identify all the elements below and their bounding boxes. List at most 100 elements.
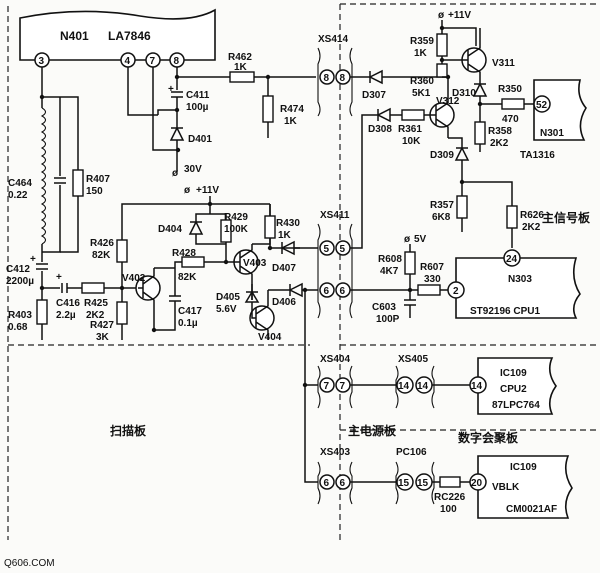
capacitor-c417	[169, 295, 181, 302]
svg-text:8: 8	[174, 56, 180, 67]
svg-text:XS405: XS405	[398, 354, 428, 365]
resistor-r403	[36, 299, 48, 325]
svg-text:C464: C464	[8, 178, 32, 189]
resistor-r407	[72, 169, 84, 197]
svg-text:C603: C603	[372, 302, 396, 313]
svg-text:IC109: IC109	[500, 368, 527, 379]
transistor-v402	[135, 275, 161, 301]
svg-text:TA1316: TA1316	[520, 150, 555, 161]
svg-text:R608: R608	[378, 254, 402, 265]
svg-text:ø: ø	[172, 168, 179, 179]
svg-text:2K2: 2K2	[522, 222, 541, 233]
svg-text:V404: V404	[258, 332, 282, 343]
svg-text:RC226: RC226	[434, 492, 466, 503]
resistor-r359	[436, 33, 448, 57]
svg-text:CM0021AF: CM0021AF	[506, 504, 557, 515]
svg-text:R427: R427	[90, 320, 114, 331]
svg-text:6: 6	[340, 478, 346, 489]
svg-text:R359: R359	[410, 36, 434, 47]
svg-text:6: 6	[324, 286, 330, 297]
board-label-scan: 扫描板	[110, 423, 147, 438]
svg-text:470: 470	[502, 114, 519, 125]
svg-text:C417: C417	[178, 306, 202, 317]
svg-text:0.1µ: 0.1µ	[178, 318, 198, 329]
svg-text:R426: R426	[90, 238, 114, 249]
connector-xs414	[317, 47, 353, 117]
svg-text:R360: R360	[410, 76, 434, 87]
ic-n301-pin52	[533, 95, 551, 113]
svg-text:VBLK: VBLK	[492, 482, 520, 493]
diode-d309	[454, 146, 470, 161]
ic-n401-body	[19, 8, 216, 61]
svg-text:PC106: PC106	[396, 447, 427, 458]
svg-text:8: 8	[340, 73, 346, 84]
svg-text:150: 150	[86, 186, 103, 197]
svg-text:R361: R361	[398, 124, 422, 135]
svg-text:R358: R358	[488, 126, 512, 137]
svg-text:82K: 82K	[92, 250, 111, 261]
svg-text:30V: 30V	[184, 164, 202, 175]
svg-text:5V: 5V	[414, 234, 427, 245]
svg-text:24: 24	[506, 254, 518, 265]
svg-text:+: +	[30, 254, 36, 265]
svg-text:D404: D404	[158, 224, 182, 235]
svg-text:14: 14	[417, 381, 429, 392]
svg-text:D405: D405	[216, 292, 240, 303]
svg-text:1K: 1K	[414, 48, 428, 59]
ic-ic109-cpu2-body	[477, 357, 557, 415]
svg-text:ø: ø	[184, 185, 191, 196]
svg-text:R607: R607	[420, 262, 444, 273]
svg-text:R626: R626	[520, 210, 544, 221]
svg-text:C411: C411	[186, 90, 210, 101]
svg-text:R429: R429	[224, 212, 248, 223]
svg-text:100P: 100P	[376, 314, 400, 325]
resistor-r350	[501, 98, 525, 110]
svg-text:+11V: +11V	[196, 185, 219, 196]
resistor-r462	[229, 71, 255, 83]
resistor-rc226	[439, 476, 461, 488]
svg-text:4: 4	[125, 56, 131, 67]
resistor-r607	[417, 284, 441, 296]
svg-text:R462: R462	[228, 52, 252, 63]
svg-text:52: 52	[536, 100, 548, 111]
capacitor-c464	[54, 177, 66, 184]
resistor-r360	[436, 63, 448, 78]
svg-text:R403: R403	[8, 310, 32, 321]
svg-text:100: 100	[440, 504, 457, 515]
svg-text:7: 7	[324, 381, 330, 392]
svg-text:6K8: 6K8	[432, 212, 451, 223]
svg-text:1K: 1K	[278, 230, 292, 241]
resistor-r430	[264, 215, 276, 239]
svg-text:+: +	[168, 84, 174, 95]
connector-xs411	[317, 223, 353, 319]
svg-text:5: 5	[324, 244, 330, 255]
svg-text:R425: R425	[84, 298, 108, 309]
capacitor-c416	[61, 283, 68, 293]
resistor-r474	[262, 95, 274, 123]
svg-text:100K: 100K	[224, 224, 249, 235]
board-label-digital: 数字会聚板	[458, 430, 519, 445]
ic-n303-pin24	[503, 249, 521, 267]
svg-text:D307: D307	[362, 90, 386, 101]
board-label-main-power: 主电源板	[348, 423, 397, 438]
svg-text:5: 5	[340, 244, 346, 255]
svg-text:14: 14	[471, 381, 483, 392]
svg-text:D310: D310	[452, 88, 476, 99]
svg-text:XS411: XS411	[320, 210, 350, 221]
svg-text:R474: R474	[280, 104, 304, 115]
svg-text:8: 8	[324, 73, 330, 84]
resistor-r427	[116, 301, 128, 325]
svg-text:15: 15	[398, 478, 410, 489]
svg-text:N303: N303	[508, 274, 532, 285]
svg-text:ø: ø	[438, 10, 445, 21]
resistor-r626	[506, 205, 518, 229]
svg-text:R428: R428	[172, 248, 196, 259]
svg-text:V311: V311	[492, 58, 515, 69]
resistor-r426	[116, 239, 128, 263]
svg-text:+11V: +11V	[448, 10, 471, 21]
svg-text:ø: ø	[404, 234, 411, 245]
svg-text:+: +	[56, 272, 62, 283]
svg-text:R407: R407	[86, 174, 110, 185]
